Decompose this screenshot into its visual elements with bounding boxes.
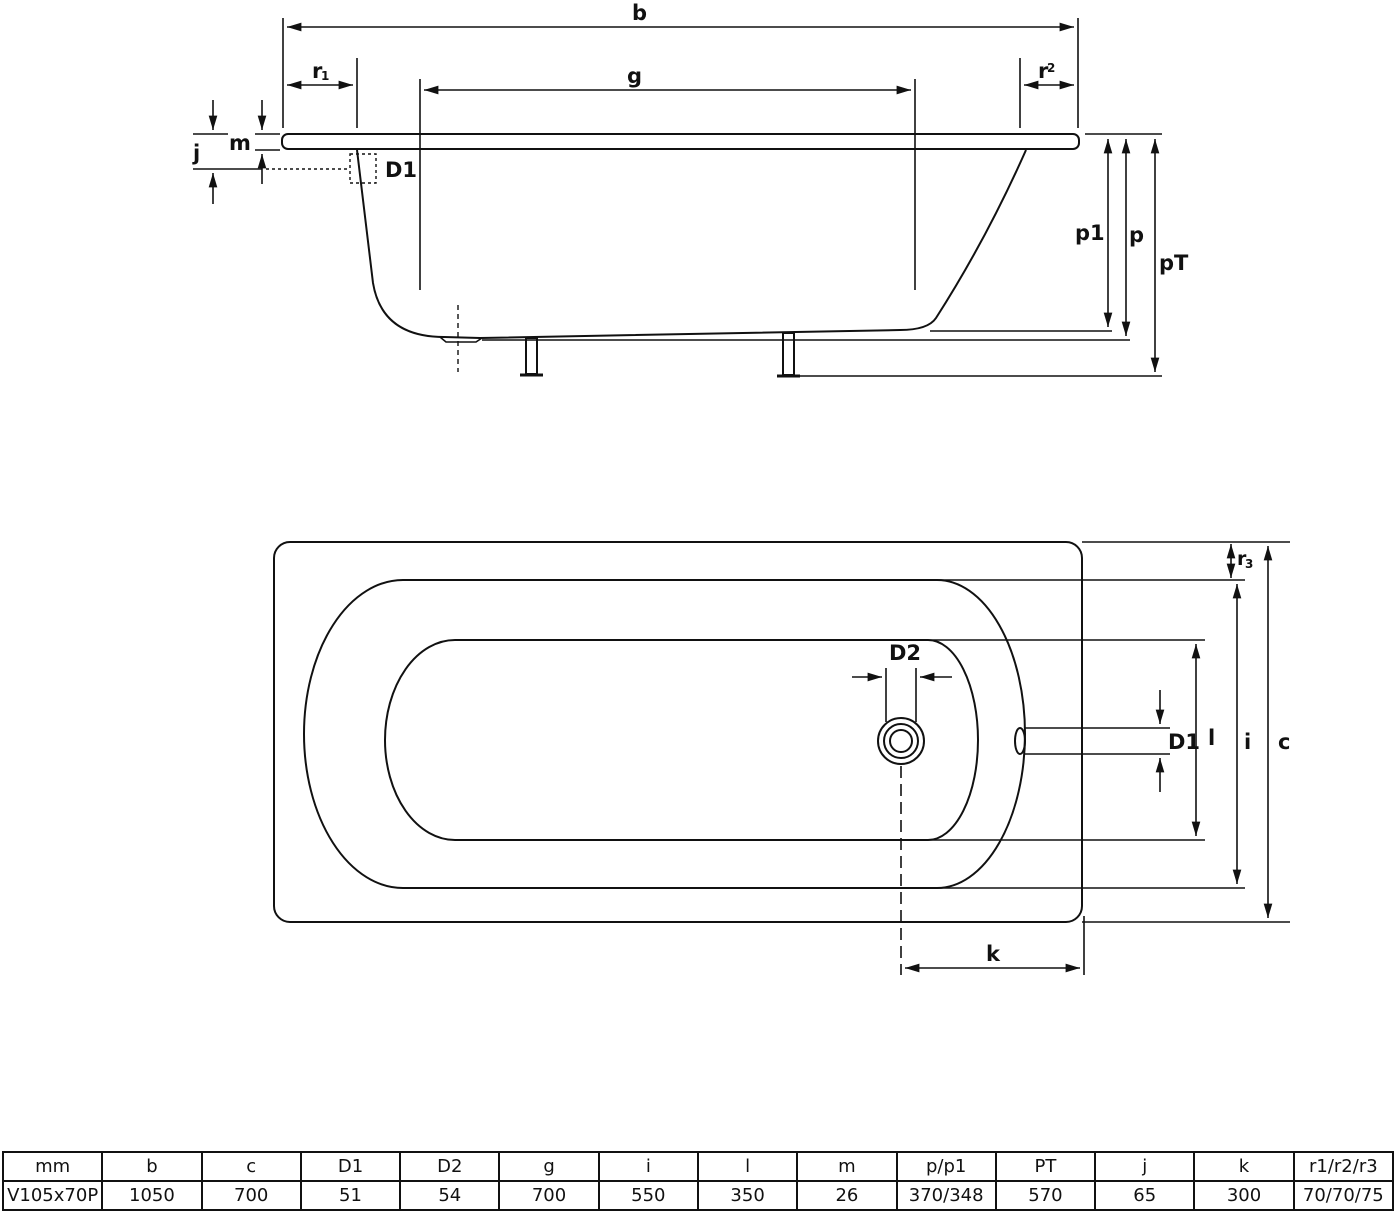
table-cell: 350	[696, 1180, 799, 1211]
plan-dimension-labels: D2 D1 l i c r 3 k	[889, 548, 1290, 966]
tub-outer-rim	[273, 541, 1083, 923]
label-r3-subscript: 3	[1245, 557, 1253, 571]
header-cell: j	[1094, 1151, 1196, 1182]
table-cell: 570	[994, 1180, 1097, 1211]
header-cell: m	[796, 1151, 898, 1182]
label-p: p	[1129, 223, 1144, 247]
label-r2: r	[1038, 59, 1049, 83]
header-cell: D2	[399, 1151, 501, 1182]
label-d2: D2	[889, 641, 921, 665]
header-cell: D1	[299, 1151, 402, 1182]
drain-middle-ring	[883, 723, 919, 759]
drain-outer-ring	[877, 717, 925, 765]
drain-outlet	[439, 336, 483, 343]
table-cell: 65	[1094, 1180, 1196, 1211]
overflow-hole-dashed	[349, 153, 377, 184]
label-j: j	[192, 141, 200, 165]
side-dimension-labels: b r 1 r 2 g m j D1 p1 p pT	[192, 1, 1189, 275]
label-d1-plan: D1	[1168, 730, 1200, 754]
table-row: V105x70P 1050 700 51 54 700 550 350 26 3…	[1, 1180, 1395, 1211]
table-cell: 550	[597, 1180, 699, 1211]
table-cell: 51	[299, 1180, 402, 1211]
label-l: l	[1208, 726, 1215, 750]
table-cell: 54	[399, 1180, 501, 1211]
label-r2-superscript: 2	[1047, 61, 1055, 75]
leg-left	[525, 337, 538, 375]
label-p1: p1	[1075, 221, 1105, 245]
header-cell: c	[200, 1151, 302, 1182]
header-cell: i	[597, 1151, 699, 1182]
label-m: m	[229, 131, 251, 155]
table-cell: 370/348	[895, 1180, 997, 1211]
label-pt: pT	[1159, 251, 1189, 275]
tub-body-outline	[356, 149, 1027, 340]
label-r3: r	[1237, 548, 1247, 570]
drain-inner	[889, 729, 913, 753]
plan-dimension-lines	[852, 541, 1290, 975]
header-cell: r1/r2/r3	[1292, 1151, 1395, 1182]
header-cell: g	[498, 1151, 600, 1182]
table-cell: 26	[796, 1180, 898, 1211]
label-g: g	[627, 64, 642, 88]
label-b: b	[632, 1, 647, 25]
header-cell: l	[696, 1151, 799, 1182]
side-elevation-view	[266, 133, 1080, 378]
label-d1-side: D1	[385, 158, 417, 182]
header-cell: b	[101, 1151, 203, 1182]
table-cell: 70/70/75	[1292, 1180, 1395, 1211]
plan-view	[273, 541, 1083, 923]
side-dimension-lines	[193, 18, 1162, 377]
label-k: k	[986, 942, 1001, 966]
header-cell: PT	[994, 1151, 1097, 1182]
dimensions-table: mm b c D1 D2 g i l m p/p1 PT j k r1/r2/r…	[1, 1151, 1395, 1211]
overflow-hole	[1014, 727, 1026, 755]
label-c: c	[1278, 730, 1290, 754]
tub-rim	[281, 133, 1080, 150]
table-cell: 300	[1193, 1180, 1295, 1211]
table-cell: 700	[200, 1180, 302, 1211]
bathtub-drawing: b r 1 r 2 g m j D1 p1 p pT	[192, 1, 1290, 975]
table-cell: 1050	[101, 1180, 203, 1211]
label-r1: r	[312, 59, 323, 83]
table-cell: V105x70P	[1, 1180, 104, 1211]
label-r1-subscript: 1	[321, 69, 329, 83]
table-header-row: mm b c D1 D2 g i l m p/p1 PT j k r1/r2/r…	[1, 1151, 1395, 1182]
label-i: i	[1244, 730, 1251, 754]
table-cell: 700	[498, 1180, 600, 1211]
header-cell: mm	[1, 1151, 104, 1182]
header-cell: k	[1193, 1151, 1295, 1182]
header-cell: p/p1	[895, 1151, 997, 1182]
